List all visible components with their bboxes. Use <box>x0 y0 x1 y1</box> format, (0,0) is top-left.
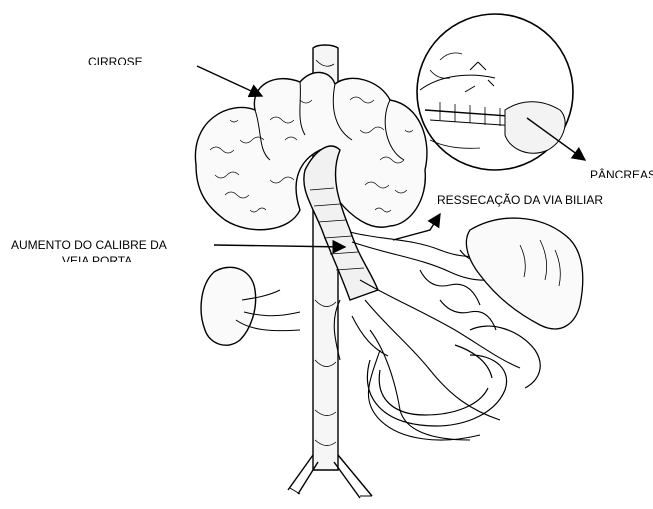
label-aumento-line2: VEIA PORTA <box>62 254 132 262</box>
label-aumento-line1: AUMENTO DO CALIBRE DA <box>11 238 167 252</box>
pancreas-spleen <box>466 218 582 329</box>
inset-magnification <box>417 14 573 170</box>
label-cirrose: CIRROSE <box>88 53 143 65</box>
kidney <box>201 267 300 345</box>
label-resseccao: RESSECAÇÃO DA VIA BILIAR <box>420 193 620 221</box>
label-pancreas: PÂNCREAS <box>590 166 653 178</box>
intestine-loops <box>367 326 540 426</box>
